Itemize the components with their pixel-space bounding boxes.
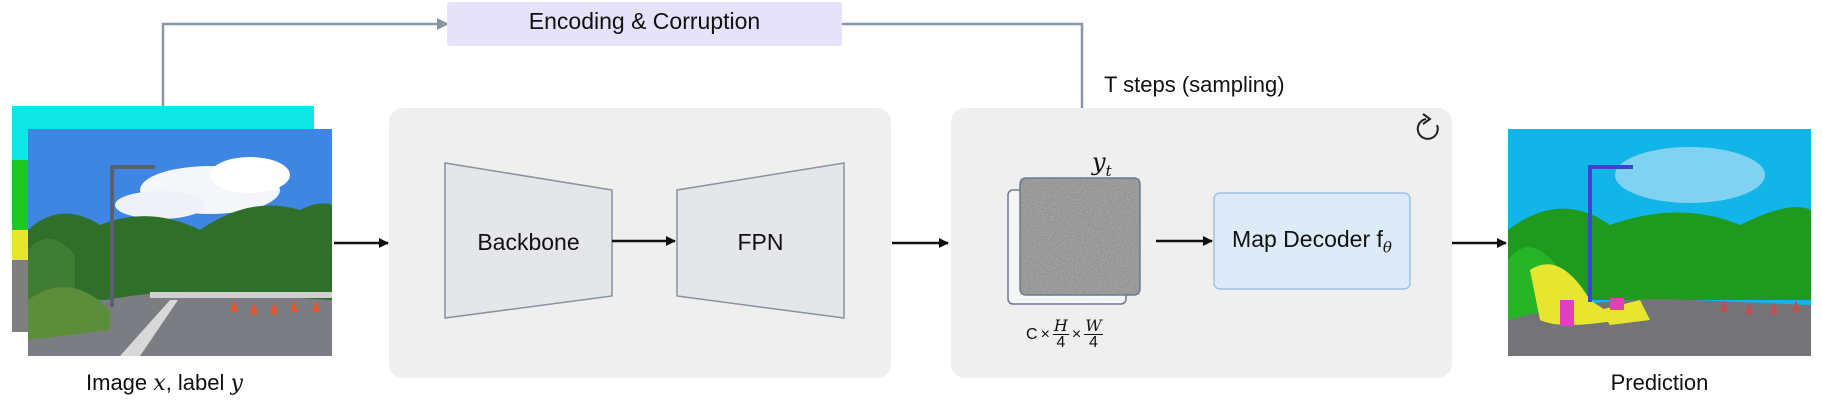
encode-box — [447, 2, 842, 46]
shape-h-fraction: H 4 — [1052, 316, 1069, 351]
decoder-box — [1213, 192, 1411, 290]
sampling-panel — [951, 108, 1452, 378]
decoder-theta: θ — [1382, 238, 1392, 257]
input-caption: Image x, label y — [86, 370, 243, 396]
input-y-symbol: y — [230, 371, 243, 396]
refresh-icon — [1416, 113, 1439, 140]
prediction-image — [1508, 129, 1811, 356]
input-photo — [28, 129, 332, 356]
shape-c: C — [1026, 325, 1038, 343]
noise-shape-label: C × H 4 × W 4 — [1026, 318, 1103, 351]
fpn-shape — [676, 162, 845, 319]
backbone-shape — [444, 162, 613, 319]
yt-base: y — [1092, 148, 1106, 176]
encode-box-label: Encoding & Corruption — [528, 8, 761, 34]
yt-subscript: t — [1105, 161, 1112, 180]
shape-times-1: × — [1040, 325, 1050, 343]
input-caption-mid: , label — [165, 370, 231, 395]
yt-label: yt — [1092, 148, 1112, 180]
decoder-label: Map Decoder fθ — [1214, 226, 1410, 257]
sampling-label: T steps (sampling) — [1104, 72, 1285, 97]
shape-w-num: W — [1084, 316, 1103, 335]
shape-w-den: 4 — [1088, 334, 1098, 351]
input-x-symbol: x — [153, 371, 166, 396]
encode-connector-arrow — [161, 18, 449, 106]
backbone-label: Backbone — [477, 229, 580, 255]
shape-w-fraction: W 4 — [1084, 316, 1103, 351]
decoder-label-text: Map Decoder f — [1232, 226, 1383, 252]
shape-h-num: H — [1052, 316, 1069, 335]
noise-map — [1019, 177, 1141, 296]
fpn-label: FPN — [737, 229, 784, 255]
output-caption: Prediction — [1610, 370, 1709, 395]
input-caption-prefix: Image — [86, 370, 154, 395]
shape-times-2: × — [1071, 325, 1082, 343]
shape-h-den: 4 — [1056, 334, 1066, 351]
